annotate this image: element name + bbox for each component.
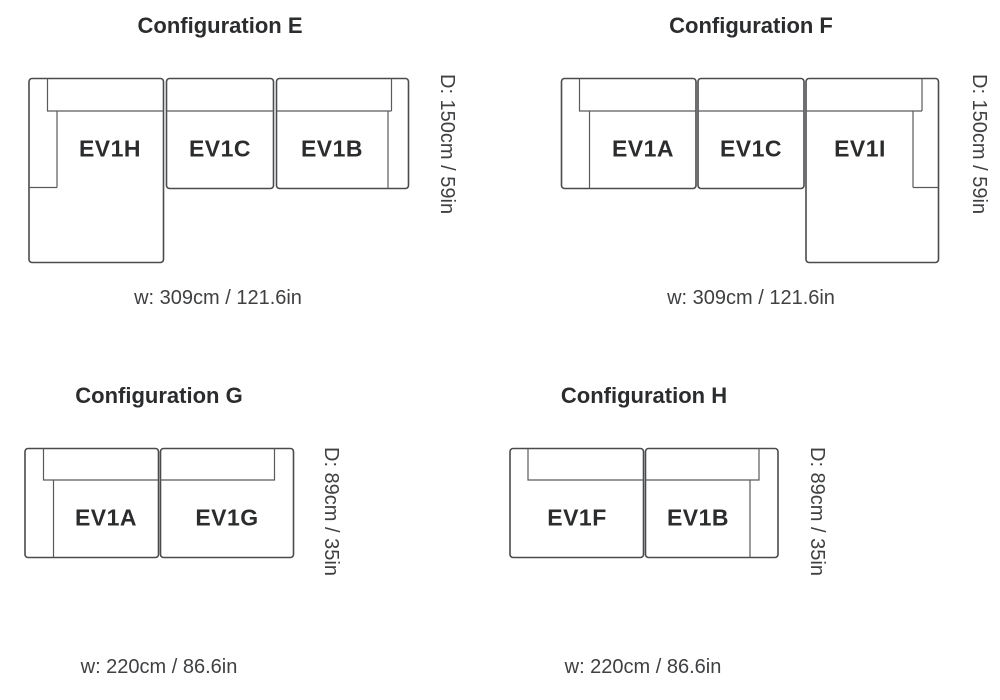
module-ev1f-detail-lines	[527, 448, 644, 481]
sofa-config-h	[509, 447, 779, 559]
config-e-title: Configuration E	[137, 13, 303, 38]
module-label-f-ev1a: EV1A	[611, 135, 675, 162]
module-ev1b-detail-lines	[276, 78, 393, 189]
config-e-width-label: w: 309cm / 121.6in	[134, 287, 302, 309]
config-f-width-label: w: 309cm / 121.6in	[667, 287, 835, 309]
module-ev1a-detail-lines	[578, 78, 696, 189]
module-ev1i-outline	[805, 77, 940, 264]
module-g-ev1a-outline	[24, 447, 160, 559]
module-label-ev1g: EV1G	[195, 504, 259, 531]
config-f-title: Configuration F	[669, 13, 833, 38]
module-label-ev1f: EV1F	[547, 504, 607, 531]
module-label-h-ev1b: EV1B	[666, 504, 730, 531]
config-e-depth-label: D: 150cm / 59in	[436, 74, 458, 215]
module-ev1c2-outline	[697, 77, 805, 190]
config-f-depth-label: D: 150cm / 59in	[968, 74, 990, 215]
sofa-config-g	[24, 447, 295, 559]
module-label-ev1h: EV1H	[78, 135, 142, 162]
module-ev1g-detail-lines	[160, 448, 276, 481]
module-ev1a-outline	[560, 77, 697, 190]
config-h-depth-label: D: 89cm / 35in	[806, 447, 828, 576]
module-h-ev1b-outline	[644, 447, 779, 559]
sofa-config-e	[28, 77, 410, 264]
module-ev1g-outline	[159, 447, 295, 559]
module-g-ev1a-detail-lines	[42, 448, 159, 558]
module-ev1b-outline	[275, 77, 410, 190]
module-label-e-ev1c: EV1C	[188, 135, 252, 162]
config-g-width-label: w: 220cm / 86.6in	[80, 656, 238, 678]
module-label-e-ev1b: EV1B	[300, 135, 364, 162]
module-h-ev1b-detail-lines	[645, 448, 760, 558]
module-ev1c-outline	[165, 77, 275, 190]
module-label-f-ev1c: EV1C	[719, 135, 783, 162]
module-label-ev1i: EV1I	[834, 135, 886, 162]
module-ev1i-detail-lines	[806, 78, 939, 189]
module-ev1h-outline	[28, 77, 165, 264]
config-h-title: Configuration H	[560, 383, 728, 408]
config-g-depth-label: D: 89cm / 35in	[320, 447, 342, 576]
sofa-config-f	[560, 77, 940, 264]
module-label-g-ev1a: EV1A	[74, 504, 138, 531]
config-h-width-label: w: 220cm / 86.6in	[564, 656, 722, 678]
module-ev1f-outline	[509, 447, 645, 559]
config-g-title: Configuration G	[75, 383, 243, 408]
module-ev1h-detail-lines	[29, 78, 164, 189]
